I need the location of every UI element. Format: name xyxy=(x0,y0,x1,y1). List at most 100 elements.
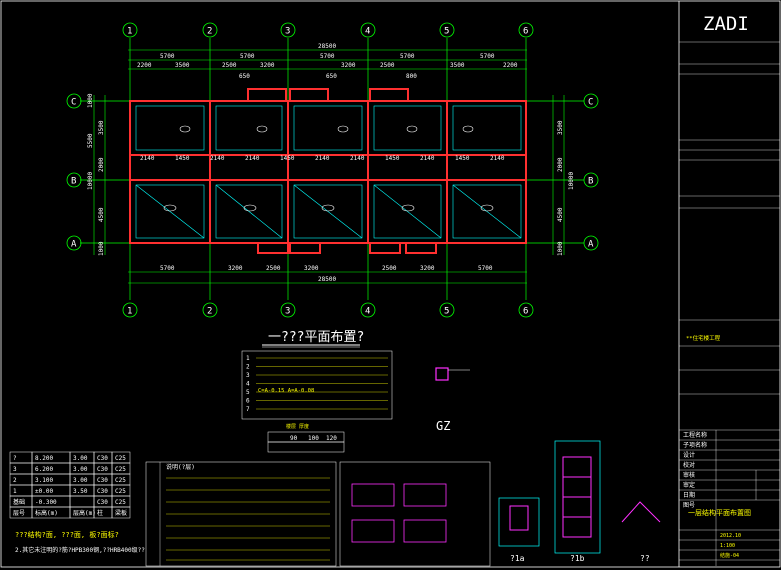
floor-table-cell: 3 xyxy=(13,466,17,473)
plan-title: 一???平面布置? xyxy=(268,330,364,345)
title-block-row: 校对 xyxy=(683,461,695,469)
floor-table-cell: C30 xyxy=(97,455,108,462)
axis-label-col: 1 xyxy=(127,27,132,37)
right-dim-4: 4500 xyxy=(557,207,564,222)
slab-val-1: 90 xyxy=(290,435,298,442)
title-block-row: 图号 xyxy=(683,502,695,509)
details-1a-1b: ?1a ?1b ?? xyxy=(498,440,661,563)
title-block-row: 子项名称 xyxy=(683,441,707,449)
axis-label-col: 1 xyxy=(127,307,132,317)
note-number: 2 xyxy=(246,364,250,371)
axis-label-row: B xyxy=(588,177,593,187)
floor-table-cell: 3.100 xyxy=(35,477,53,484)
floor-table-cell: C30 xyxy=(97,466,108,473)
slab-val-3: 120 xyxy=(326,435,337,442)
detail-1a-label: ?1a xyxy=(510,554,525,563)
right-dim-3: 10000 xyxy=(568,172,575,190)
title-block-row: 审定 xyxy=(683,481,695,489)
floor-table-cell: 2 xyxy=(13,477,17,484)
top-span-4: 5700 xyxy=(400,53,415,60)
floor-table-cell: ? xyxy=(13,455,17,462)
mid-row-dim: 1450 xyxy=(280,155,295,162)
top-sub-8: 2200 xyxy=(503,62,518,69)
axis-label-row: A xyxy=(71,240,77,250)
top-sub-2: 3500 xyxy=(175,62,190,69)
gz-detail: GZ xyxy=(435,367,470,433)
top-sub-1: 2200 xyxy=(137,62,152,69)
floor-table-cell: 3.00 xyxy=(73,466,88,473)
mid-row-dim: 2140 xyxy=(490,155,505,162)
top-sub-4: 3200 xyxy=(260,62,275,69)
note-number: 4 xyxy=(246,381,250,388)
title-block-row: 审核 xyxy=(683,471,695,479)
title-block-row: 工程名称 xyxy=(683,431,707,439)
top-span-2: 5700 xyxy=(240,53,255,60)
floor-table-cell: C25 xyxy=(115,466,126,473)
top-sub-6: 2500 xyxy=(380,62,395,69)
note-number: 5 xyxy=(246,389,250,396)
floor-table-cell: 层高(m) xyxy=(73,509,96,517)
floor-table-cell: 8.200 xyxy=(35,455,53,462)
floor-table-cell: ±0.00 xyxy=(35,488,53,495)
axis-label-col: 4 xyxy=(365,27,370,37)
bottom-span-2: 3200 xyxy=(228,265,243,272)
drawing-scale: 1:100 xyxy=(720,543,735,549)
top-sub-7: 3500 xyxy=(450,62,465,69)
bottom-dimensions: 5700 3200 2500 3200 2500 3200 5700 28500 xyxy=(128,265,527,284)
floor-table-cell: C30 xyxy=(97,477,108,484)
mid-row-dim: 2140 xyxy=(245,155,260,162)
left-dim-1: 1000 xyxy=(87,93,94,108)
floor-table-cell: C30 xyxy=(97,499,108,506)
axis-label-col: 3 xyxy=(285,27,290,37)
top-sub-5: 3200 xyxy=(341,62,356,69)
top-dimensions: 28500 5700 5700 5700 5700 5700 2200 3500… xyxy=(128,43,527,80)
title-block-row: 日期 xyxy=(683,491,695,499)
detail-1b-label: ?1b xyxy=(570,554,585,563)
drawing-date: 2012.10 xyxy=(720,533,741,539)
note-number: 7 xyxy=(246,406,250,413)
floor-table-cell: -0.300 xyxy=(35,499,57,506)
bottom-span-6: 3200 xyxy=(420,265,435,272)
top-small-2: 650 xyxy=(326,73,337,80)
floor-table-cell: 6.200 xyxy=(35,466,53,473)
top-span-3: 5700 xyxy=(320,53,335,60)
axis-label-col: 6 xyxy=(523,307,528,317)
note-number: 3 xyxy=(246,372,250,379)
top-total-dim: 28500 xyxy=(318,43,336,50)
bottom-notes-title: 说明(?层) xyxy=(166,463,195,471)
floor-table-cell: C25 xyxy=(115,477,126,484)
title-block-row: 设计 xyxy=(683,451,695,459)
floor-table-cell: 3.00 xyxy=(73,477,88,484)
bottom-span-4: 3200 xyxy=(304,265,319,272)
notes-extra: C=A-0.15 A=A-0.08 xyxy=(258,388,314,394)
floor-table-cell: 柱 xyxy=(97,509,103,517)
bottom-span-7: 5700 xyxy=(478,265,493,272)
floor-table-cell: 梁板 xyxy=(115,509,127,517)
left-dim-6: 4500 xyxy=(98,207,105,222)
axis-label-col: 5 xyxy=(444,27,449,37)
project-name: **住宅楼工程 xyxy=(686,334,721,342)
floor-table-cell: C25 xyxy=(115,488,126,495)
mid-row-dim: 2140 xyxy=(210,155,225,162)
axis-label-col: 2 xyxy=(207,27,212,37)
mid-row-dim: 2140 xyxy=(350,155,365,162)
bottom-span-5: 2500 xyxy=(382,265,397,272)
mid-row-dim: 2140 xyxy=(315,155,330,162)
left-dim-7: 1000 xyxy=(98,241,105,256)
floor-table-cell: C30 xyxy=(97,488,108,495)
gz-label: GZ xyxy=(436,419,450,433)
footnote-2: 2.其它未注明的?筋?HPB300钢,??HRB400级?? xyxy=(15,546,145,554)
note-number: 6 xyxy=(246,398,250,405)
right-dim-5: 1000 xyxy=(557,241,564,256)
left-dim-4: 2000 xyxy=(98,157,105,172)
top-span-5: 5700 xyxy=(480,53,495,60)
floor-table-cell: 层号 xyxy=(13,510,25,517)
top-small-3: 800 xyxy=(406,73,417,80)
side-dimensions: 1000 5500 3500 2000 10000 4500 1000 3500… xyxy=(87,93,575,256)
axis-label-col: 6 xyxy=(523,27,528,37)
zadi-logo: ZADI xyxy=(703,13,749,35)
